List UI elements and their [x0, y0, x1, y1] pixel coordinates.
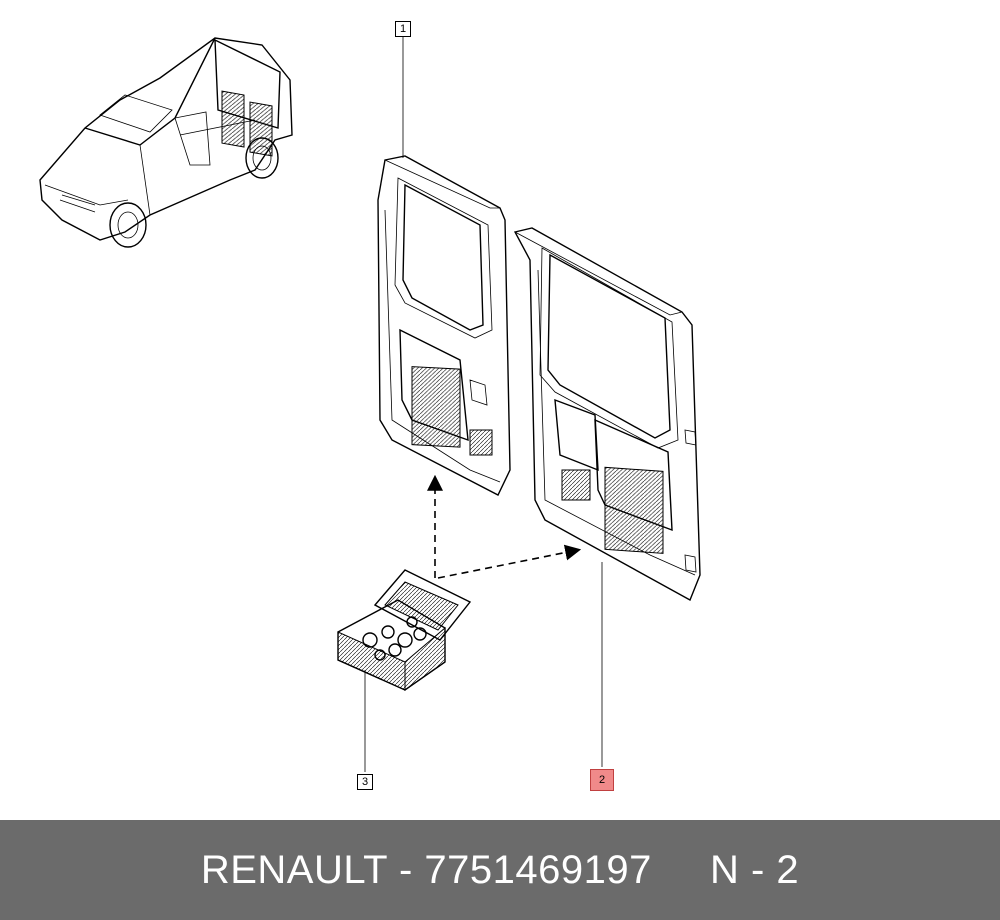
assembly-arrow-right — [437, 544, 582, 579]
footer-bar: RENAULT - 7751469197 N - 2 — [0, 820, 1000, 920]
page-code: N - 2 — [709, 848, 800, 892]
callout-item-1[interactable]: 1 — [395, 21, 411, 37]
callout-item-2-highlighted[interactable]: 2 — [590, 769, 614, 791]
footer-caption: RENAULT - 7751469197 N - 2 — [0, 848, 1000, 893]
rear-door-right-icon — [513, 227, 701, 601]
van-illustration-icon — [39, 37, 293, 248]
exploded-view-drawing — [39, 37, 701, 772]
separator: - — [387, 848, 425, 892]
spacer — [652, 848, 710, 892]
part-number: 7751469197 — [424, 848, 652, 892]
fastener-kit-icon — [337, 569, 472, 691]
parts-diagram — [39, 37, 701, 772]
rear-door-left-icon — [377, 155, 511, 496]
brand-name: RENAULT — [200, 848, 388, 892]
callout-item-3[interactable]: 3 — [357, 774, 373, 790]
